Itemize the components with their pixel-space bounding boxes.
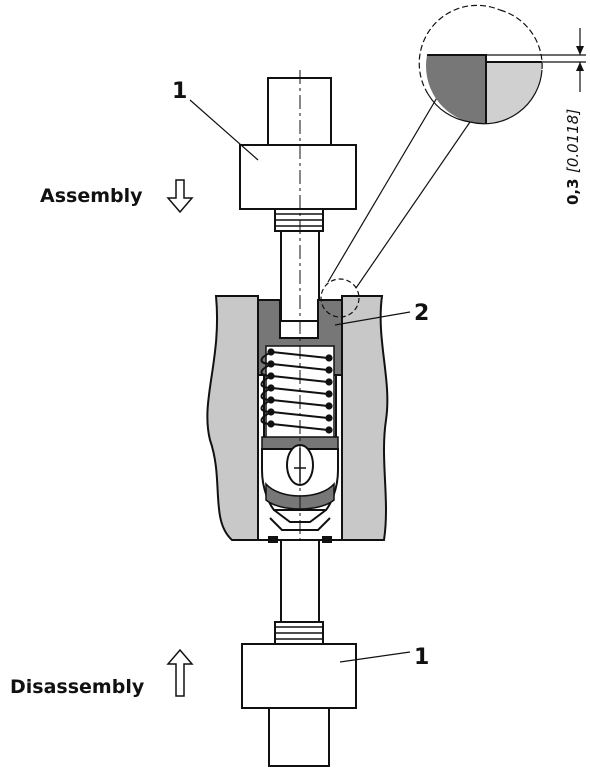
arrow-up-icon (166, 648, 194, 697)
callout-top-number: 1 (172, 79, 187, 104)
dimension-label: 0,3 [0.0118] (564, 109, 582, 205)
top-tool (239, 77, 357, 322)
callout-bottom-number: 1 (414, 645, 429, 670)
callout-mid-leader (334, 311, 411, 326)
callout-top-leader (189, 99, 259, 161)
detail-source-circle (320, 278, 360, 318)
callout-mid-number: 2 (414, 301, 429, 326)
callout-bottom-leader (339, 651, 411, 663)
assembly-label: Assembly (40, 185, 143, 207)
bottom-tool (241, 539, 357, 767)
disassembly-label: Disassembly (10, 676, 145, 698)
arrow-down-icon (166, 179, 194, 214)
detail-magnifier (320, 4, 586, 318)
dimension-imperial: [0.0118] (564, 109, 582, 173)
spring (260, 345, 335, 443)
housing (206, 295, 389, 541)
dimension-value: 0,3 (564, 178, 582, 205)
